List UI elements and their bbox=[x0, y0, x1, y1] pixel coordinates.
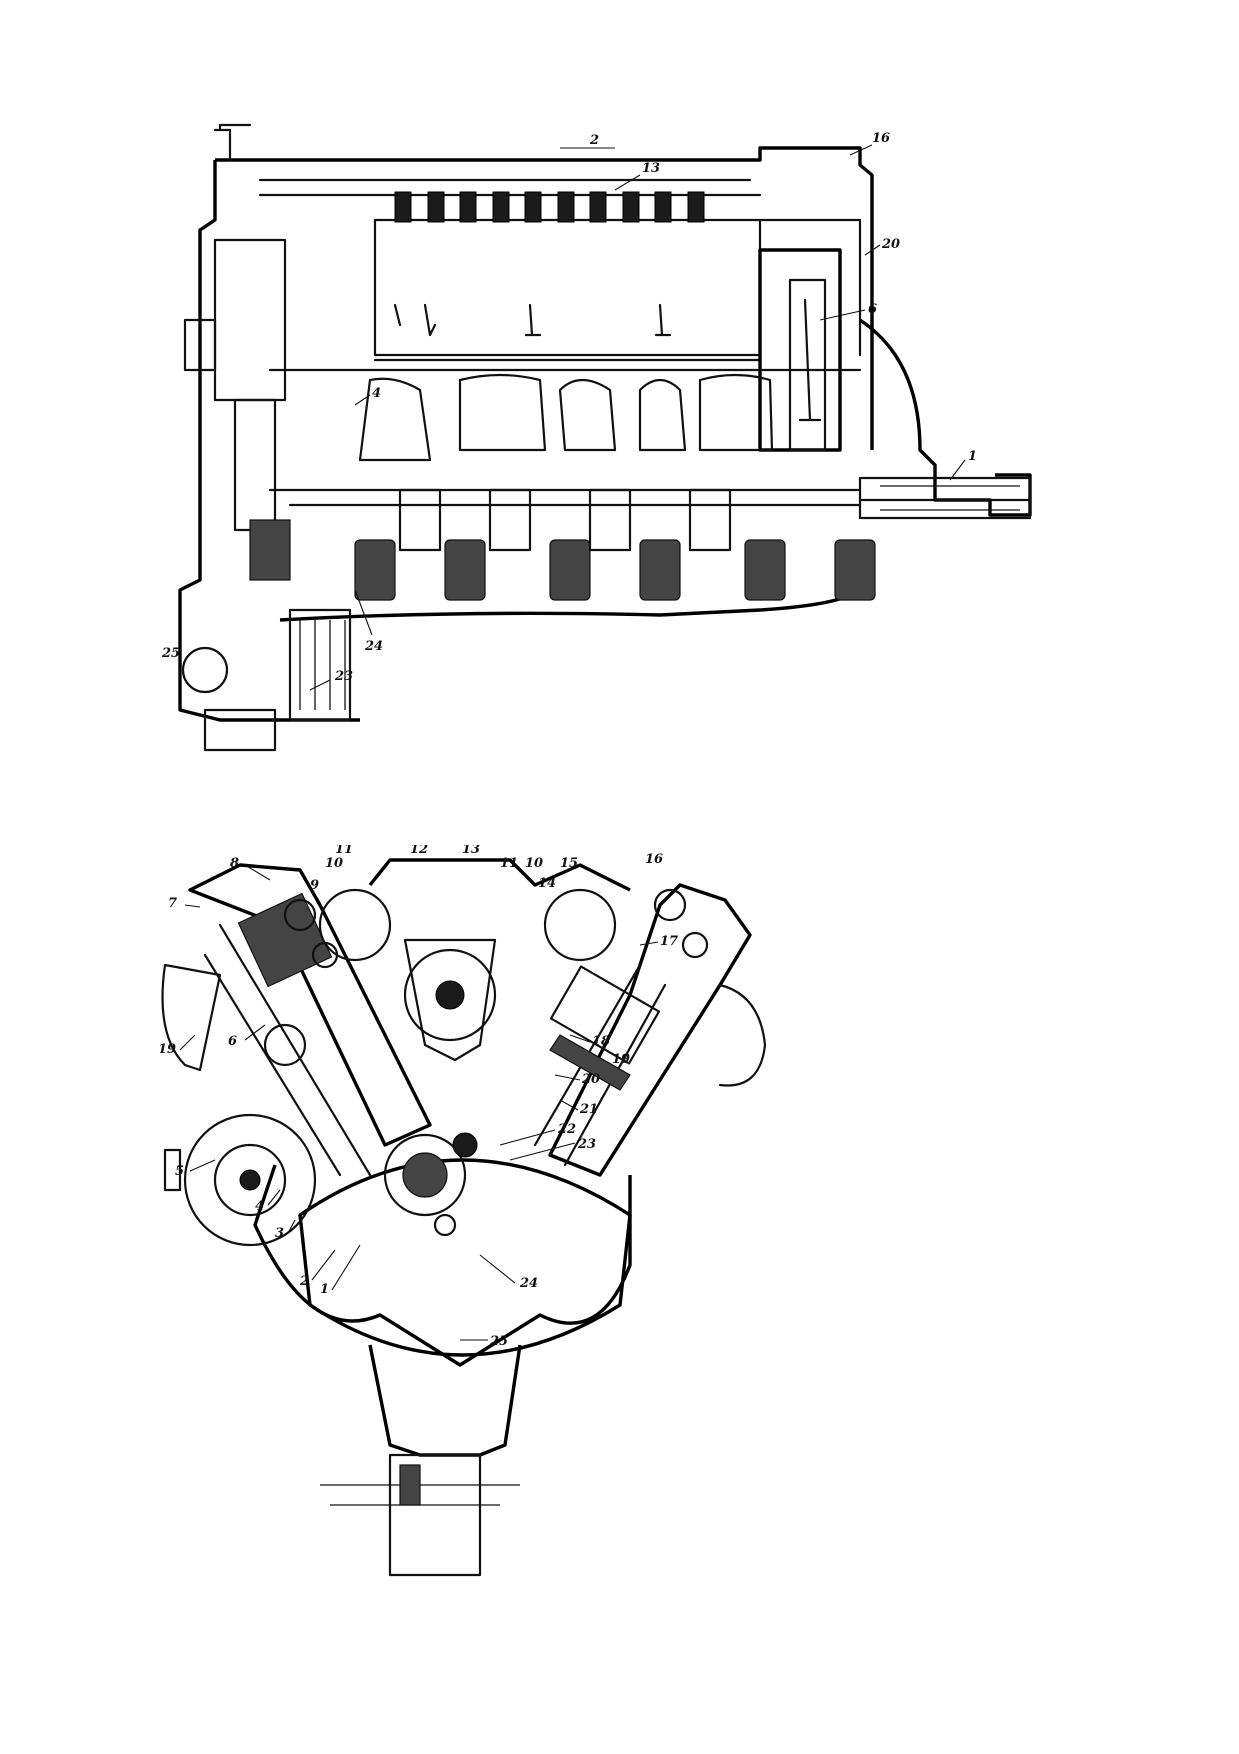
callout-23: 23 bbox=[334, 669, 353, 684]
callout-18: 18 bbox=[592, 1034, 610, 1049]
callout-12: 12 bbox=[410, 845, 428, 857]
callout-24: 24 bbox=[364, 639, 383, 654]
cross-section-drawing: 8 11 10 9 12 13 11 10 15 14 16 17 7 6 19… bbox=[160, 845, 767, 1577]
callout-15: 15 bbox=[560, 856, 578, 871]
callout-11a: 11 bbox=[335, 845, 353, 857]
callout-16: 16 bbox=[872, 131, 890, 146]
valve-train bbox=[393, 191, 705, 337]
callout-14: 14 bbox=[538, 876, 556, 891]
callout-1: 1 bbox=[320, 1282, 329, 1297]
callout-2: 2 bbox=[299, 1274, 309, 1289]
callout-6: 6 bbox=[228, 1034, 237, 1049]
callout-10b: 10 bbox=[525, 856, 543, 871]
pistons bbox=[358, 278, 827, 462]
callout-5: 5 bbox=[175, 1164, 184, 1179]
callout-19b: 19 bbox=[612, 1052, 630, 1067]
callout-4: 4 bbox=[372, 386, 381, 401]
callout-11b: 11 bbox=[500, 856, 518, 871]
callout-20: 20 bbox=[581, 1072, 600, 1087]
callout-24: 24 bbox=[519, 1276, 538, 1291]
callouts: 2 13 16 20 6 4 1 24 23 25 bbox=[161, 131, 977, 691]
callout-20: 20 bbox=[881, 237, 900, 252]
side-accessories bbox=[161, 963, 767, 1247]
callouts: 8 11 10 9 12 13 11 10 15 14 16 17 7 6 19… bbox=[160, 845, 678, 1349]
callout-21: 21 bbox=[579, 1102, 598, 1117]
callout-4: 4 bbox=[255, 1199, 264, 1214]
callout-25: 25 bbox=[161, 646, 180, 661]
longitudinal-section-drawing: 2 13 16 20 6 4 1 24 23 25 bbox=[161, 123, 1032, 752]
callout-6: 6 bbox=[868, 302, 877, 317]
callout-17: 17 bbox=[660, 934, 678, 949]
callout-13: 13 bbox=[642, 161, 660, 176]
callout-23: 23 bbox=[577, 1137, 596, 1152]
accessory-drive bbox=[181, 123, 352, 752]
callout-9: 9 bbox=[310, 878, 319, 893]
pistons-and-heads bbox=[237, 888, 709, 1091]
engine-outline bbox=[178, 146, 1032, 722]
callout-8: 8 bbox=[230, 856, 239, 871]
callout-3: 3 bbox=[275, 1226, 284, 1241]
callout-19a: 19 bbox=[160, 1042, 176, 1057]
callout-16: 16 bbox=[645, 852, 663, 867]
callout-7: 7 bbox=[168, 896, 177, 911]
callout-25: 25 bbox=[489, 1334, 508, 1349]
callout-1: 1 bbox=[968, 449, 977, 464]
callout-10a: 10 bbox=[325, 856, 343, 871]
callout-2: 2 bbox=[589, 133, 599, 148]
callout-13: 13 bbox=[462, 845, 480, 857]
crankshaft bbox=[288, 488, 876, 601]
callout-22: 22 bbox=[557, 1122, 576, 1137]
